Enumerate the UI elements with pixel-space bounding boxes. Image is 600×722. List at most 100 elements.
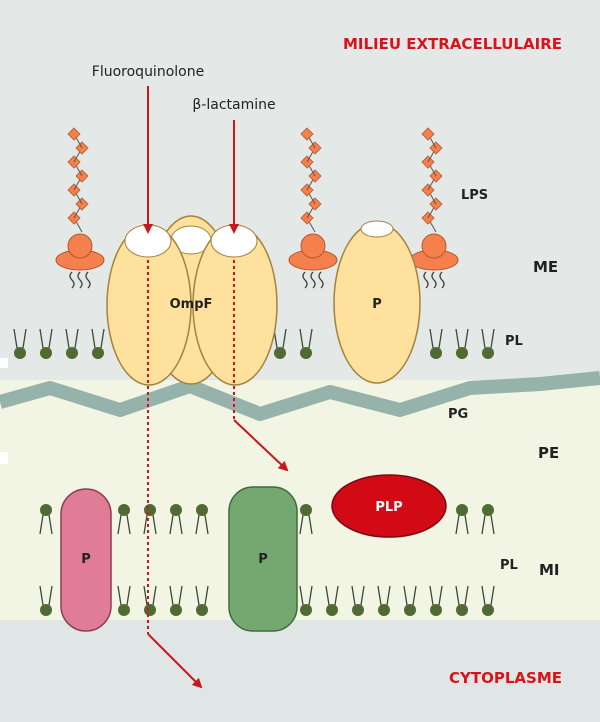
lipid-tail	[91, 328, 96, 349]
phospholipid	[143, 585, 157, 616]
lipid-head	[66, 347, 78, 359]
lps-core-head	[300, 233, 326, 259]
lps-molecule	[55, 127, 105, 289]
lps-lipid-a-tail	[439, 271, 445, 289]
title-cytoplasm: CYTOPLASME	[449, 669, 562, 687]
lipid-tail	[48, 328, 53, 349]
title-extracellular: MILIEU EXTRACELLULAIRE	[343, 35, 562, 53]
lps-molecule	[409, 127, 459, 289]
lipid-tail	[308, 328, 313, 349]
phospholipid	[429, 585, 443, 616]
outer-protein-label: P	[372, 297, 382, 312]
lipid-tail	[195, 585, 200, 606]
phospholipid	[299, 585, 313, 616]
outer-membrane-phospholipids	[13, 328, 495, 359]
phospholipid	[455, 585, 469, 616]
phospholipid	[351, 585, 365, 616]
lipid-tail	[438, 585, 443, 606]
lipid-tail	[204, 514, 209, 535]
phospholipid	[481, 328, 495, 359]
lipid-tail	[195, 514, 200, 535]
phospholipid	[481, 585, 495, 616]
inner-protein-pink	[60, 488, 112, 632]
lipid-head	[170, 504, 182, 516]
label-inner-membrane: MI	[539, 561, 560, 579]
lipid-tail	[455, 585, 460, 606]
lipid-tail	[481, 585, 486, 606]
lipid-head	[482, 604, 494, 616]
lipid-head	[144, 504, 156, 516]
edge-notch	[0, 358, 8, 368]
phospholipid	[325, 585, 339, 616]
porin-label: OmpF	[170, 297, 213, 312]
lipid-head	[456, 347, 468, 359]
lipid-tail	[351, 585, 356, 606]
lipid-tail	[65, 328, 70, 349]
inner-membrane-phospholipids	[39, 504, 495, 616]
lipid-tail	[429, 585, 434, 606]
lipid-tail	[464, 514, 469, 535]
lipid-head	[300, 604, 312, 616]
lipid-head	[170, 604, 182, 616]
lipid-head	[118, 604, 130, 616]
lps-molecule	[288, 127, 338, 289]
lipid-tail	[455, 514, 460, 535]
lps-lipid-a-tail	[431, 271, 437, 289]
lipid-tail	[412, 585, 417, 606]
lipid-tail	[308, 514, 313, 535]
phospholipid	[429, 328, 443, 359]
phospholipid	[299, 504, 313, 535]
lps-lipid-a-tail	[85, 271, 91, 289]
label-outer-membrane: ME	[533, 258, 558, 276]
lipid-tail	[204, 585, 209, 606]
lipid-tail	[325, 585, 330, 606]
lipid-tail	[429, 328, 434, 349]
lipid-tail	[299, 585, 304, 606]
phospholipid	[403, 585, 417, 616]
lipid-head	[196, 504, 208, 516]
phospholipid	[273, 328, 287, 359]
lipid-tail	[169, 585, 174, 606]
lipid-tail	[282, 328, 287, 349]
fluoroquinolone-entry-arrow	[147, 633, 203, 689]
outer-protein-pore	[360, 220, 394, 238]
lipid-tail	[39, 514, 44, 535]
lipid-head	[40, 504, 52, 516]
label-pl-inner: PL	[500, 558, 518, 573]
lipid-tail	[152, 514, 157, 535]
lipid-head	[14, 347, 26, 359]
lipid-tail	[39, 585, 44, 606]
lipid-tail	[490, 514, 495, 535]
lipid-tail	[178, 514, 183, 535]
lipid-head	[482, 347, 494, 359]
lipid-head	[274, 347, 286, 359]
lps-core-head	[67, 233, 93, 259]
lipid-head	[352, 604, 364, 616]
lps-molecules	[55, 127, 459, 289]
lipid-head	[326, 604, 338, 616]
phospholipid	[169, 504, 183, 535]
label-fluoroquinolone: Fluoroquinolone	[92, 64, 204, 80]
lipid-tail	[22, 328, 27, 349]
lipid-head	[430, 604, 442, 616]
lipid-tail	[126, 514, 131, 535]
lipid-tail	[464, 328, 469, 349]
lipid-tail	[143, 514, 148, 535]
lipid-tail	[299, 328, 304, 349]
inner-protein-pink-label: P	[81, 552, 91, 567]
lipid-tail	[169, 514, 174, 535]
lipid-head	[482, 504, 494, 516]
lps-lipid-a-tail	[318, 271, 324, 289]
phospholipid	[65, 328, 79, 359]
label-lps: LPS	[461, 188, 488, 203]
lipid-tail	[455, 328, 460, 349]
phospholipid	[91, 328, 105, 359]
inner-protein-green-label: P	[258, 552, 268, 567]
lps-core-head	[421, 233, 447, 259]
phospholipid	[13, 328, 27, 359]
phospholipid	[195, 585, 209, 616]
plp-label: PLP	[375, 500, 402, 515]
phospholipid	[455, 328, 469, 359]
ompf-porin: OmpF	[106, 215, 278, 386]
